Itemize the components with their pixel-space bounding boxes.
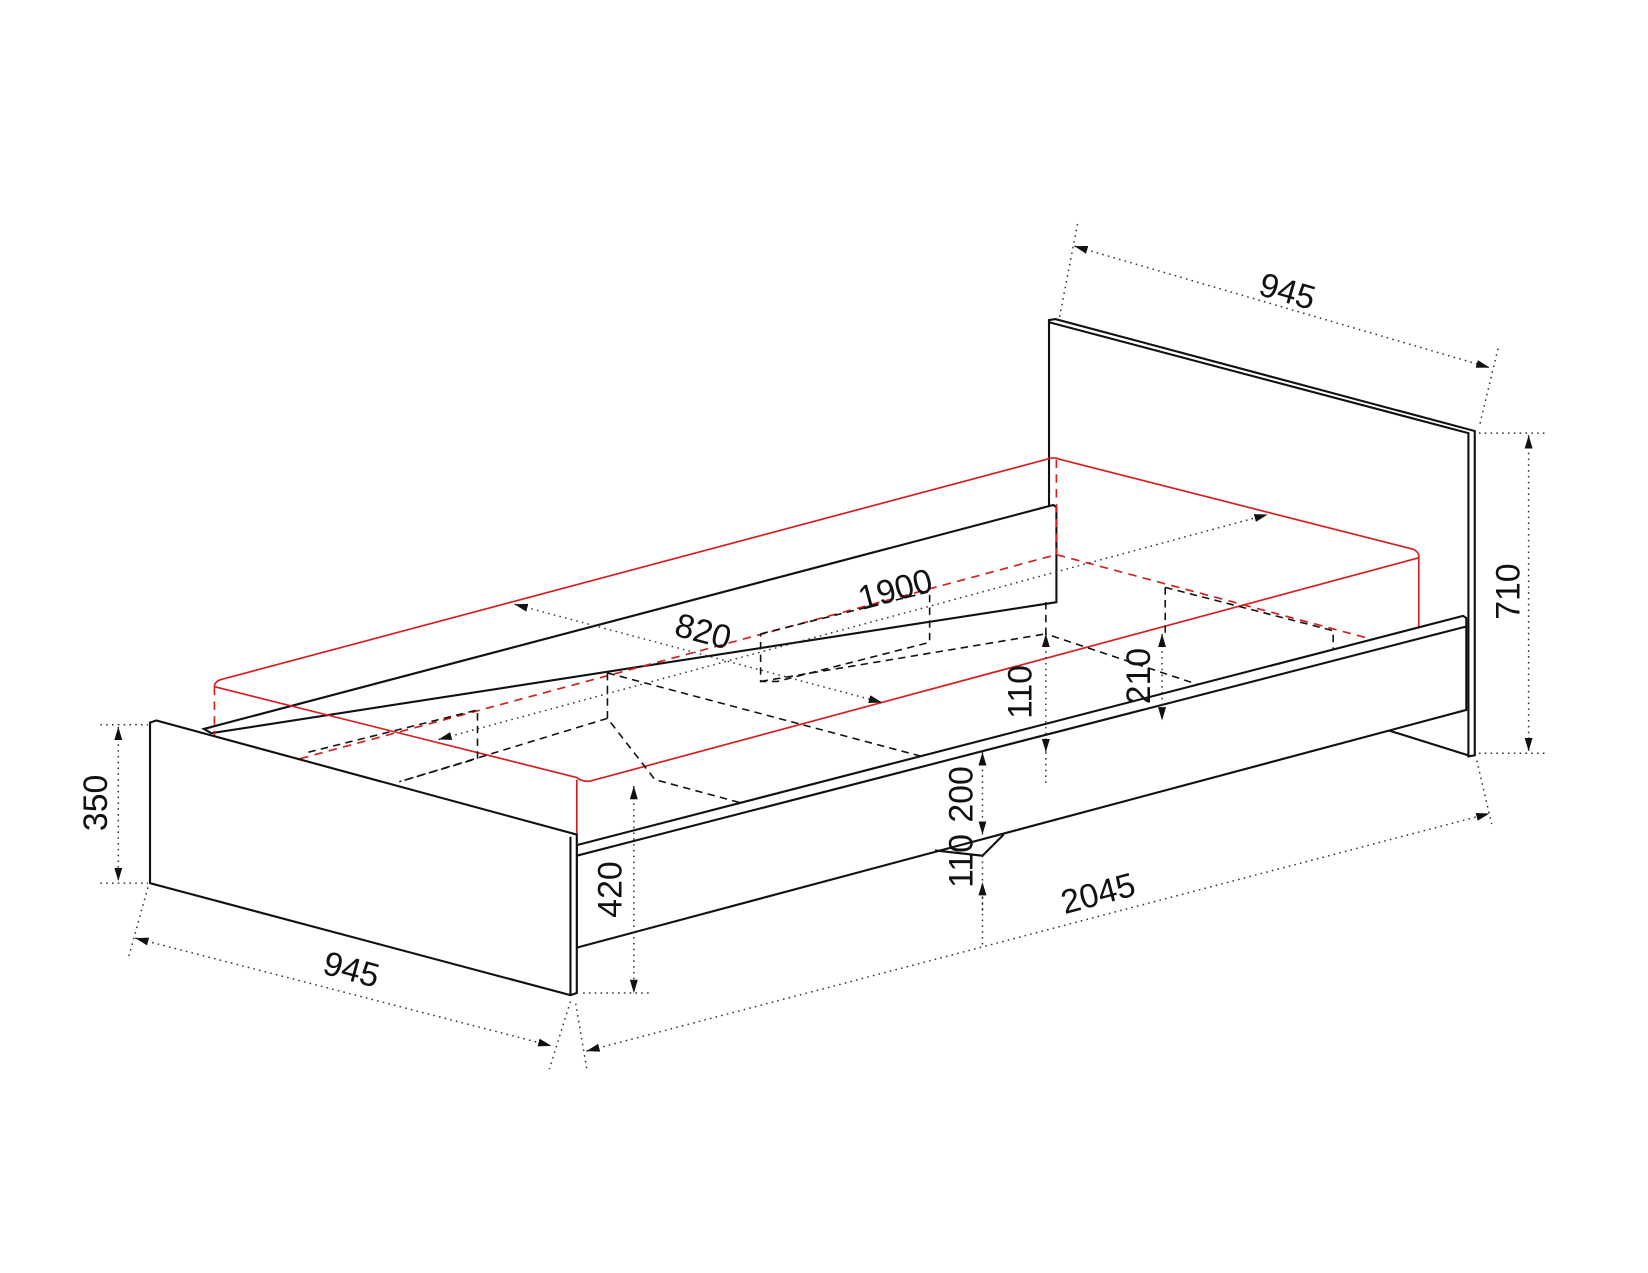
dim-leg-clearance: 110 <box>942 834 980 888</box>
dim-footboard-width: 945 <box>319 944 383 995</box>
dim-slat-support-height: 210 <box>1120 648 1158 704</box>
dim-slat-clearance: 110 <box>1002 665 1040 719</box>
dimension-lines <box>100 223 1548 1073</box>
dim-headboard-width: 945 <box>1255 266 1320 318</box>
dim-rail-height: 420 <box>592 861 630 917</box>
dim-footboard-height: 350 <box>77 775 115 831</box>
dim-rail-depth: 200 <box>942 766 980 822</box>
back-side-rail <box>201 503 1058 735</box>
dim-headboard-height: 710 <box>1490 563 1528 619</box>
footboard <box>148 719 578 997</box>
dim-overall-length: 2045 <box>1057 866 1139 922</box>
